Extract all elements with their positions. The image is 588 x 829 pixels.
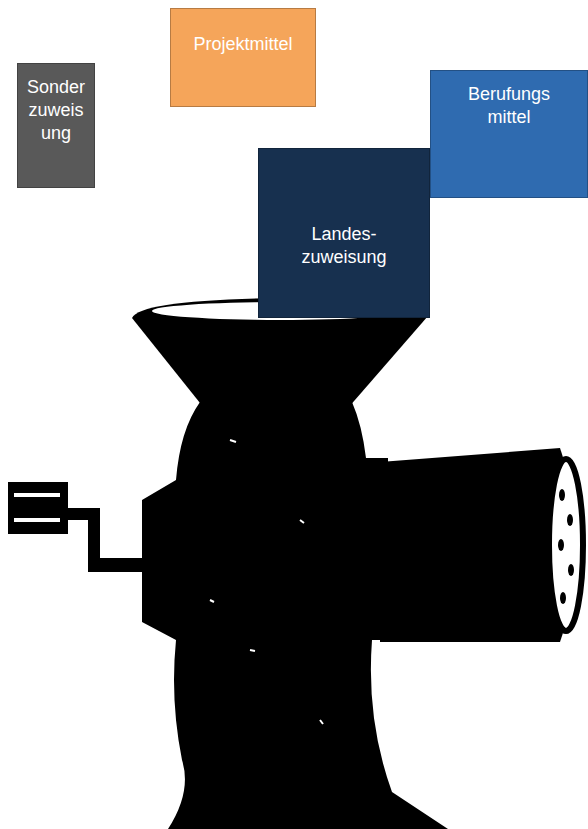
funding-box: Projektmittel [170,8,316,107]
box-label: Berufungs mittel [455,83,563,129]
funding-box: Sonder zuweis ung [17,63,95,188]
handle-highlight [14,495,60,520]
plate-hole [559,489,565,501]
box-label: Projektmittel [175,33,311,56]
grinder [8,298,583,829]
outlet-plate [549,459,583,631]
box-label: Landes- zuweisung [279,223,409,269]
body-scratches [210,440,323,724]
plate-hole [567,514,573,526]
plate-hole [568,564,574,576]
funding-box: Landes- zuweisung [258,148,430,318]
crank-handle [8,482,68,534]
plate-hole [560,592,566,604]
plate-hole [558,539,564,551]
funding-box: Berufungs mittel [430,70,588,198]
box-label: Sonder zuweis ung [20,76,92,145]
